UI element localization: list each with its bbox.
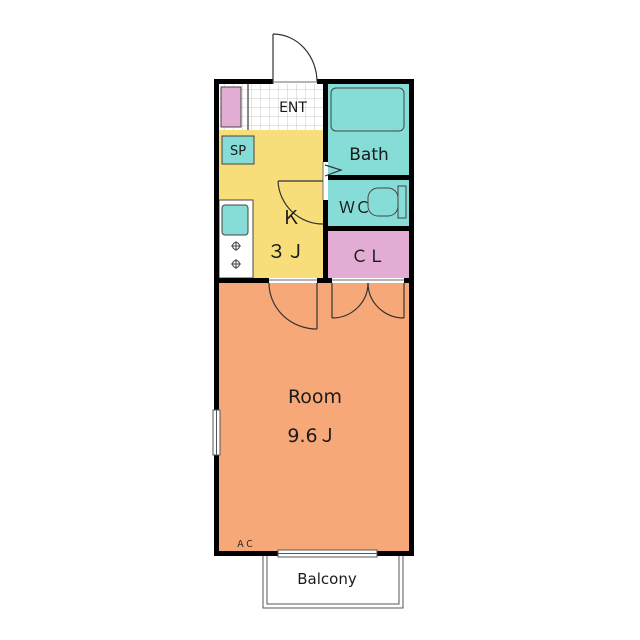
closet-floor bbox=[328, 231, 409, 278]
sp-box bbox=[221, 135, 255, 165]
walls bbox=[214, 79, 414, 556]
kitchen-size: ３Ｊ bbox=[267, 241, 305, 263]
toilet-label: ＷＣ bbox=[339, 198, 371, 217]
shoe-cabinet bbox=[220, 86, 242, 128]
balcony-window bbox=[277, 549, 378, 558]
bathtub bbox=[330, 87, 405, 132]
stove-burners-icon bbox=[231, 241, 241, 269]
toilet-icon bbox=[367, 185, 407, 219]
kitchen-label: Ｋ bbox=[281, 207, 300, 229]
sp-label: SP bbox=[230, 144, 246, 159]
balcony-label: Balcony bbox=[297, 570, 357, 588]
toilet-door bbox=[277, 180, 324, 225]
front-door bbox=[272, 33, 318, 84]
room-size: 9.6Ｊ bbox=[287, 425, 336, 447]
entrance-label: ENT bbox=[279, 100, 307, 116]
room-door bbox=[268, 279, 318, 330]
aircon-label: ＡＣ bbox=[236, 540, 254, 550]
sink bbox=[221, 204, 249, 236]
side-window bbox=[212, 409, 221, 456]
closet-doors bbox=[331, 279, 405, 319]
bath-label: Bath bbox=[349, 145, 389, 165]
balcony-outline bbox=[262, 556, 404, 609]
room-floor bbox=[219, 283, 409, 551]
closet-label: ＣＬ bbox=[351, 247, 385, 267]
room-label: Room bbox=[288, 386, 342, 408]
